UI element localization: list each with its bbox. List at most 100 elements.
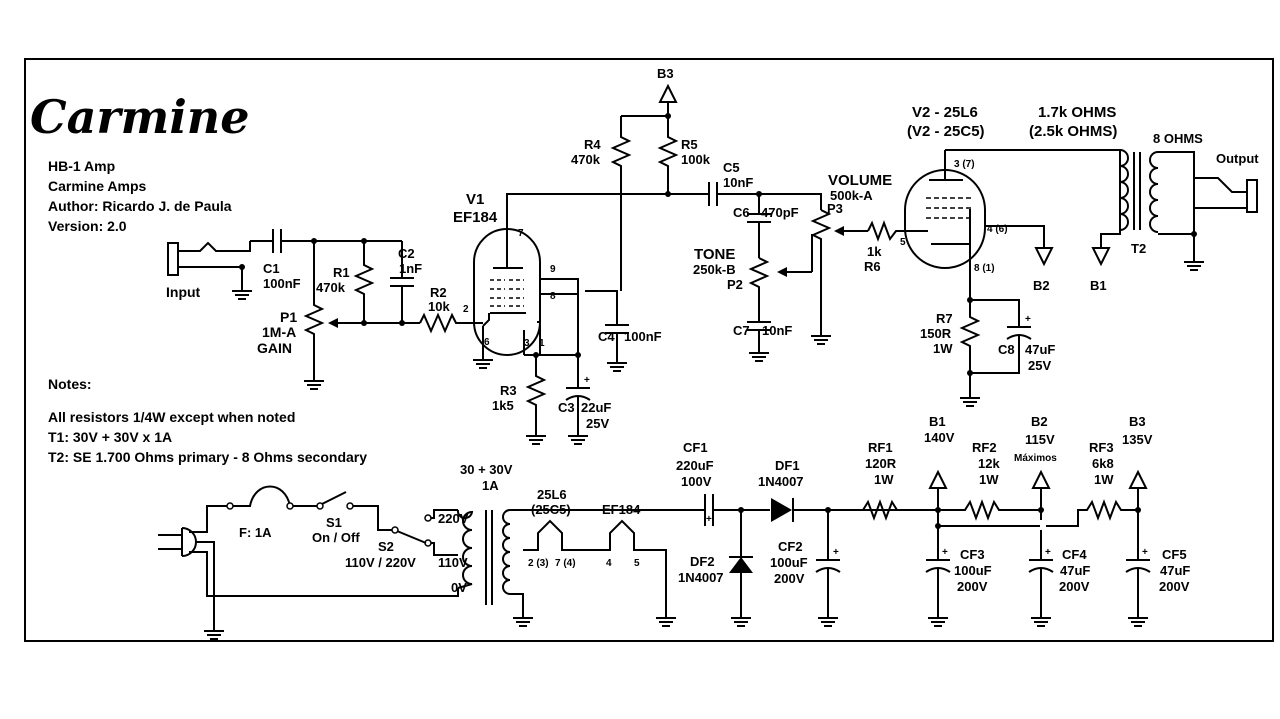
df1-label: DF1	[775, 458, 800, 473]
rf1-power: 1W	[874, 472, 894, 487]
b3-voltage: 135V	[1122, 432, 1153, 447]
cf4-label: CF4	[1062, 547, 1087, 562]
cf1-label: CF1	[683, 440, 708, 455]
heater-pin: 7 (4)	[555, 558, 576, 569]
c8-voltage: 25V	[1028, 358, 1051, 373]
b1-voltage: 140V	[924, 430, 955, 445]
primary-impedance-alt: (2.5k OHMS)	[1029, 123, 1117, 140]
c7-label: C7	[733, 323, 750, 338]
v2-b2-label: B2	[1033, 278, 1050, 293]
cf1-plus: +	[706, 514, 712, 525]
cf4-value: 47uF	[1060, 563, 1090, 578]
c4-value: 100nF	[624, 329, 662, 344]
cf2-voltage: 200V	[774, 571, 805, 586]
cf4-plus: +	[1045, 547, 1051, 558]
output-transformer	[1119, 149, 1159, 233]
rf3-power: 1W	[1094, 472, 1114, 487]
pin-label: 5	[900, 237, 906, 248]
cf2-label: CF2	[778, 539, 803, 554]
tap-label: 110V	[438, 555, 468, 570]
rf3-label: RF3	[1089, 440, 1114, 455]
heater-v2-alt-label: (25C5)	[531, 502, 571, 517]
b2-label: B2	[1031, 414, 1048, 429]
gain-label: GAIN	[257, 340, 292, 356]
cf1-voltage: 100V	[681, 474, 712, 489]
v2-label: V2 - 25L6	[912, 104, 978, 121]
v1-label: V1	[466, 191, 484, 208]
power-transformer	[456, 509, 511, 605]
r7-power: 1W	[933, 341, 953, 356]
c2-value: 1nF	[399, 261, 422, 276]
cf1-value: 220uF	[676, 458, 714, 473]
t1-voltage: 30 + 30V	[460, 462, 513, 477]
c3-label: C3	[558, 400, 575, 415]
s1-state: On / Off	[312, 530, 360, 545]
p1-value: 1M-A	[262, 324, 296, 340]
b3-top-label: B3	[657, 66, 674, 81]
r4-label: R4	[584, 137, 601, 152]
r6-label: R6	[864, 259, 881, 274]
c5-label: C5	[723, 160, 740, 175]
r1-value: 470k	[316, 280, 346, 295]
pin-label: 6	[484, 337, 490, 348]
p2-value: 250k-B	[693, 262, 736, 277]
r1-label: R1	[333, 265, 350, 280]
df2-type: 1N4007	[678, 570, 724, 585]
c8-plus: +	[1025, 314, 1031, 325]
t1-current: 1A	[482, 478, 499, 493]
b3-label: B3	[1129, 414, 1146, 429]
df2-label: DF2	[690, 554, 715, 569]
rf2-label: RF2	[972, 440, 997, 455]
rf2-power: 1W	[979, 472, 999, 487]
c6-value: 470pF	[761, 205, 799, 220]
p3-label: P3	[827, 201, 843, 216]
r3-value: 1k5	[492, 398, 514, 413]
diagram-frame	[24, 58, 1274, 642]
cf5-value: 47uF	[1160, 563, 1190, 578]
r2-value: 10k	[428, 299, 450, 314]
heater-pin: 2 (3)	[528, 558, 549, 569]
p1-label: P1	[280, 309, 297, 325]
v1-type: EF184	[453, 209, 498, 226]
info-line: Version: 2.0	[48, 218, 127, 234]
cf3-plus: +	[942, 547, 948, 558]
pin-label: 7	[518, 228, 524, 239]
c8-value: 47uF	[1025, 342, 1055, 357]
input-jack	[167, 241, 253, 300]
s1-label: S1	[326, 515, 342, 530]
info-line: HB-1 Amp	[48, 158, 115, 174]
t2-label: T2	[1131, 241, 1146, 256]
v2-b1-label: B1	[1090, 278, 1107, 293]
pin-label: 3	[524, 338, 530, 349]
c2-label: C2	[398, 246, 415, 261]
r2-label: R2	[430, 285, 447, 300]
c6-label: C6	[733, 205, 750, 220]
r3-label: R3	[500, 383, 517, 398]
cf3-value: 100uF	[954, 563, 992, 578]
c7-value: 10nF	[762, 323, 792, 338]
volume-label: VOLUME	[828, 172, 892, 189]
tone-label: TONE	[694, 246, 735, 263]
c3-voltage: 25V	[586, 416, 609, 431]
r4-value: 470k	[571, 152, 601, 167]
b2-max-label: Máximos	[1014, 453, 1057, 464]
c1-value: 100nF	[263, 276, 301, 291]
rf1-label: RF1	[868, 440, 893, 455]
cf3-voltage: 200V	[957, 579, 988, 594]
tap-label: 220V	[438, 511, 469, 526]
c3-plus: +	[584, 375, 590, 386]
rf1-value: 120R	[865, 456, 897, 471]
s2-voltage: 110V / 220V	[345, 555, 416, 570]
pin-label: 1	[539, 338, 545, 349]
r6-value: 1k	[867, 244, 882, 259]
cf2-value: 100uF	[770, 555, 808, 570]
carmine-logo: Carmine	[30, 90, 250, 144]
s2-label: S2	[378, 539, 394, 554]
cf5-voltage: 200V	[1159, 579, 1190, 594]
r5-label: R5	[681, 137, 698, 152]
rf2-value: 12k	[978, 456, 1000, 471]
heater-v2-label: 25L6	[537, 487, 567, 502]
note-line: T1: 30V + 30V x 1A	[48, 429, 172, 445]
pin-label: 8	[550, 291, 556, 302]
